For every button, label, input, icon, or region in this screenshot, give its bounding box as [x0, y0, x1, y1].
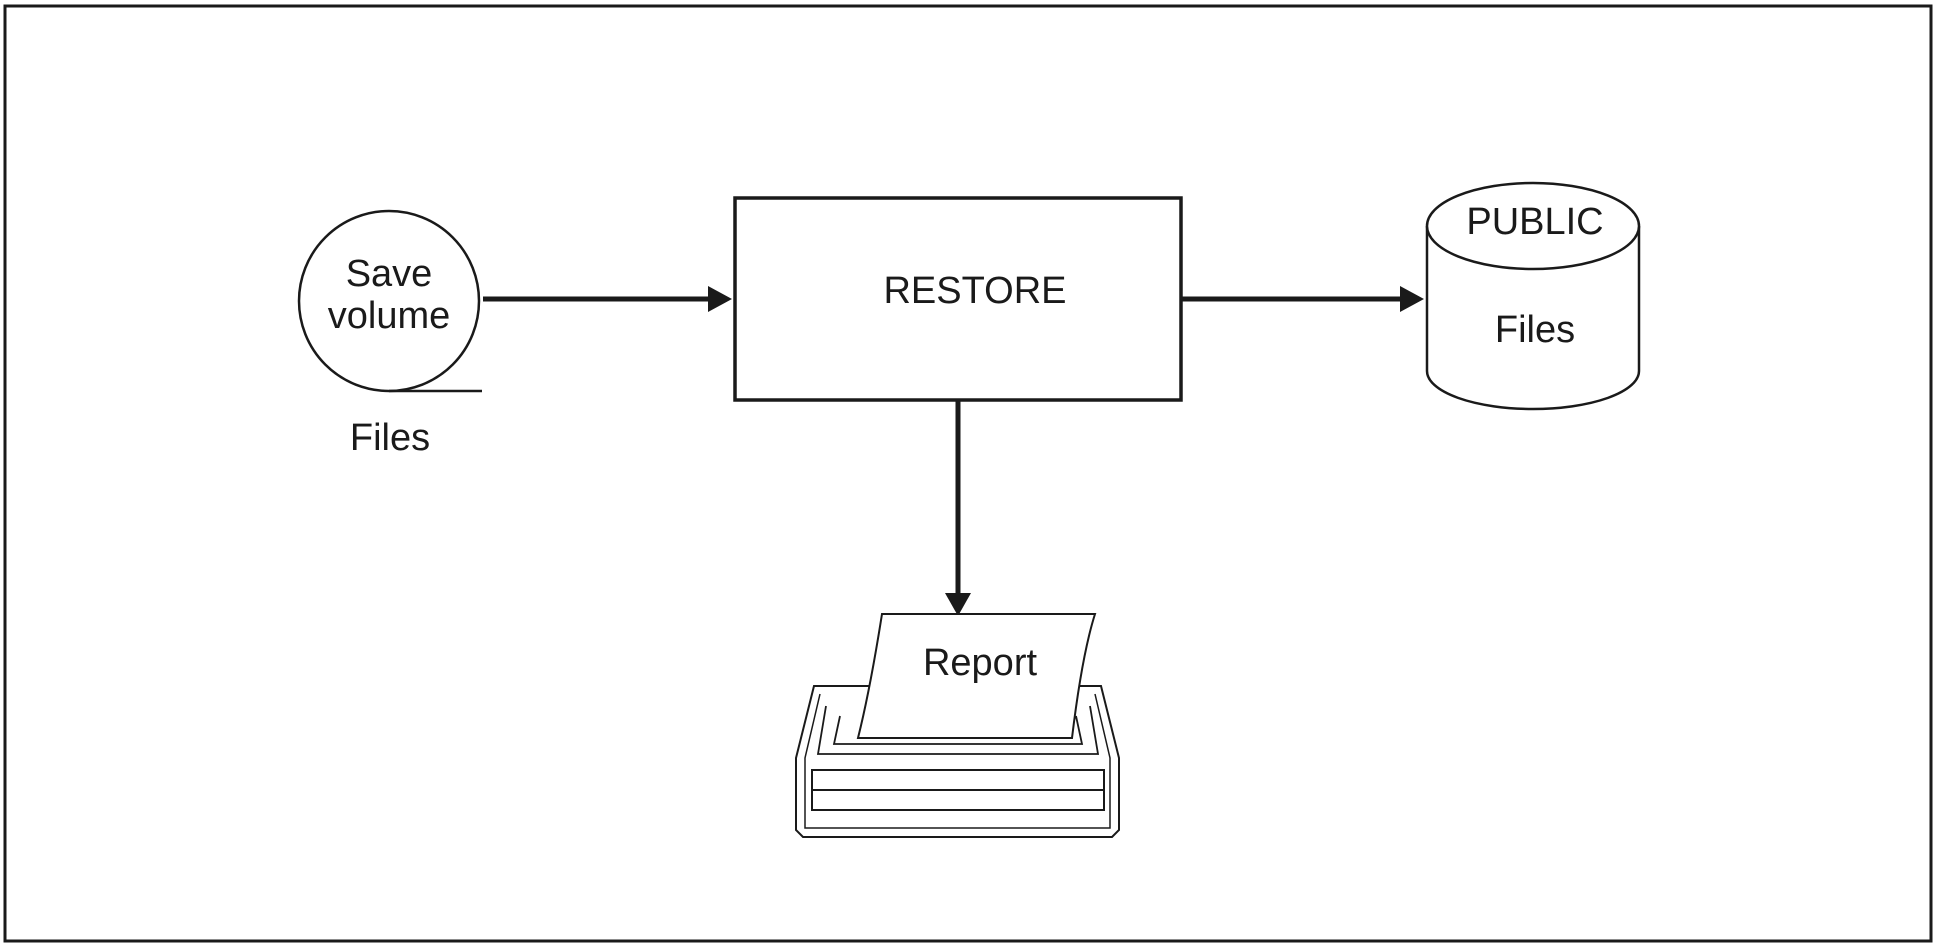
save-volume-node: Save volume Files [297, 209, 482, 459]
arrowhead [708, 286, 732, 312]
public-files-label: Files [1495, 309, 1575, 351]
arrow-restore-to-public [1181, 286, 1424, 312]
public-files-node: PUBLIC Files [1425, 181, 1641, 411]
restore-process-box [733, 196, 1183, 402]
report-printer-node: Report [795, 613, 1120, 838]
save-volume-label-line1: Save [346, 253, 433, 295]
printer-tray-outer [816, 705, 1100, 755]
restore-process-node: RESTORE [733, 196, 1183, 402]
printer-roller-upper [811, 769, 1105, 791]
arrowhead [945, 593, 971, 616]
save-volume-caption: Files [350, 417, 430, 459]
diagram-frame [3, 4, 1933, 943]
printer-tray-inner [832, 715, 1084, 745]
arrow-restore-to-report [945, 400, 971, 616]
arrowhead [1400, 286, 1424, 312]
save-volume-label-line2: volume [328, 295, 451, 337]
public-label: PUBLIC [1466, 201, 1603, 243]
printer-body-inner [804, 693, 1111, 829]
arrow-save-to-restore [483, 286, 732, 312]
report-label: Report [923, 642, 1037, 684]
disk-cylinder-top [1425, 181, 1641, 271]
printer-roller-lower [811, 789, 1105, 811]
restore-label: RESTORE [883, 270, 1066, 312]
report-sheet [856, 613, 1097, 739]
disk-cylinder-icon [1425, 226, 1641, 411]
